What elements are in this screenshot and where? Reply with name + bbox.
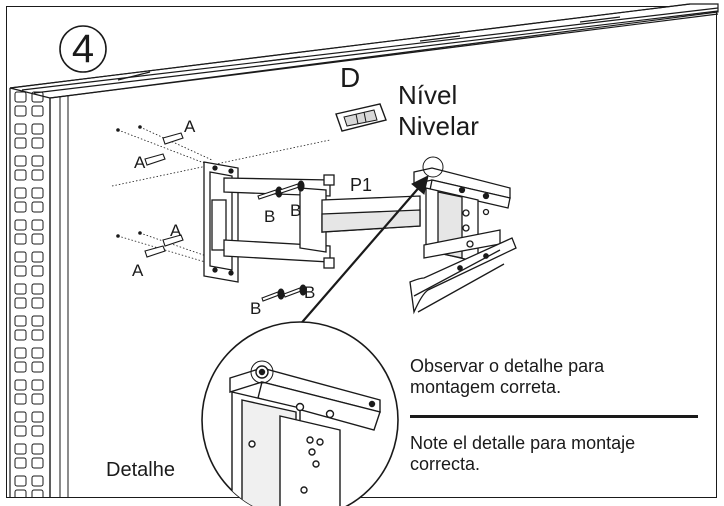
part-label-a: A — [132, 261, 144, 280]
note-portuguese-line-1: Observar o detalhe para — [410, 356, 605, 376]
articulating-arm — [223, 174, 421, 269]
note-portuguese: Observar o detalhe para montagem correta… — [410, 356, 604, 398]
detail-label: Detalhe — [106, 459, 175, 481]
level-label-d: D — [340, 62, 361, 93]
note-spanish: Note el detalle para montaje correcta. — [410, 433, 635, 475]
part-label-p1: P1 — [350, 175, 373, 195]
wall-top-edge — [9, 3, 719, 99]
step-number: 4 — [71, 27, 95, 71]
tv-bracket — [409, 167, 517, 315]
part-label-a: A — [134, 153, 146, 172]
detail-magnified-view — [201, 321, 399, 506]
part-label-b: B — [290, 201, 302, 220]
level-guide-line — [111, 139, 331, 187]
note-spanish-line-2: correcta. — [410, 454, 481, 474]
part-label-b: B — [304, 283, 316, 302]
wall-anchor-icon — [144, 132, 184, 258]
level-label-pt: Nível — [398, 80, 458, 110]
part-label-b: B — [264, 207, 276, 226]
bubble-level-icon — [335, 103, 387, 132]
screw-icon — [257, 180, 307, 302]
note-portuguese-line-2: montagem correta. — [410, 377, 562, 397]
part-label-b: B — [250, 299, 262, 318]
level-label-es: Nivelar — [398, 111, 479, 141]
step-number-circle — [59, 25, 107, 73]
note-spanish-line-1: Note el detalle para montaje — [410, 433, 636, 453]
part-label-a: A — [184, 117, 196, 136]
separator-rule — [410, 415, 698, 418]
part-label-a: A — [170, 221, 182, 240]
wall-face — [9, 88, 69, 498]
detail-marker-circle — [422, 156, 444, 178]
